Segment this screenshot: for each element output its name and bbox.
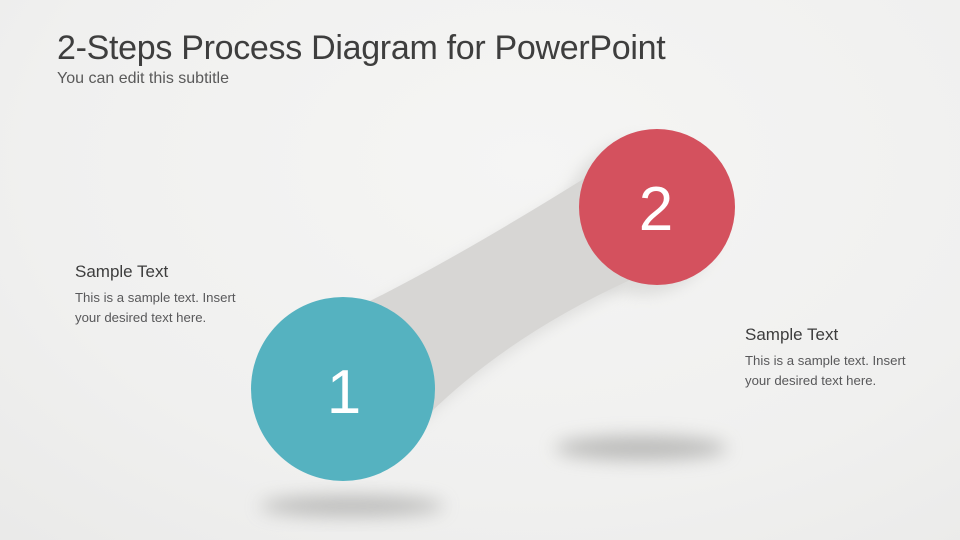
step-1-heading: Sample Text (75, 262, 169, 281)
step-2-text-block: Sample Text This is a sample text. Inser… (745, 324, 933, 391)
step-1-text-block: Sample Text This is a sample text. Inser… (75, 261, 263, 328)
floor-shadow-step-2 (555, 436, 727, 460)
step-1-circle (251, 297, 435, 481)
step-1-number: 1 (327, 358, 361, 427)
floor-shadow-step-1 (260, 496, 444, 516)
step-2-number: 2 (639, 175, 673, 244)
slide-subtitle: You can edit this subtitle (57, 70, 229, 88)
connector-shape (370, 178, 630, 413)
step-1-body: This is a sample text. Insert your desir… (75, 290, 236, 325)
slide-title: 2-Steps Process Diagram for PowerPoint (57, 29, 666, 67)
step-2-body: This is a sample text. Insert your desir… (745, 353, 906, 388)
title-block: 2-Steps Process Diagram for PowerPoint Y… (57, 29, 666, 88)
step-2-circle (579, 129, 735, 285)
step-2-heading: Sample Text (745, 325, 839, 344)
